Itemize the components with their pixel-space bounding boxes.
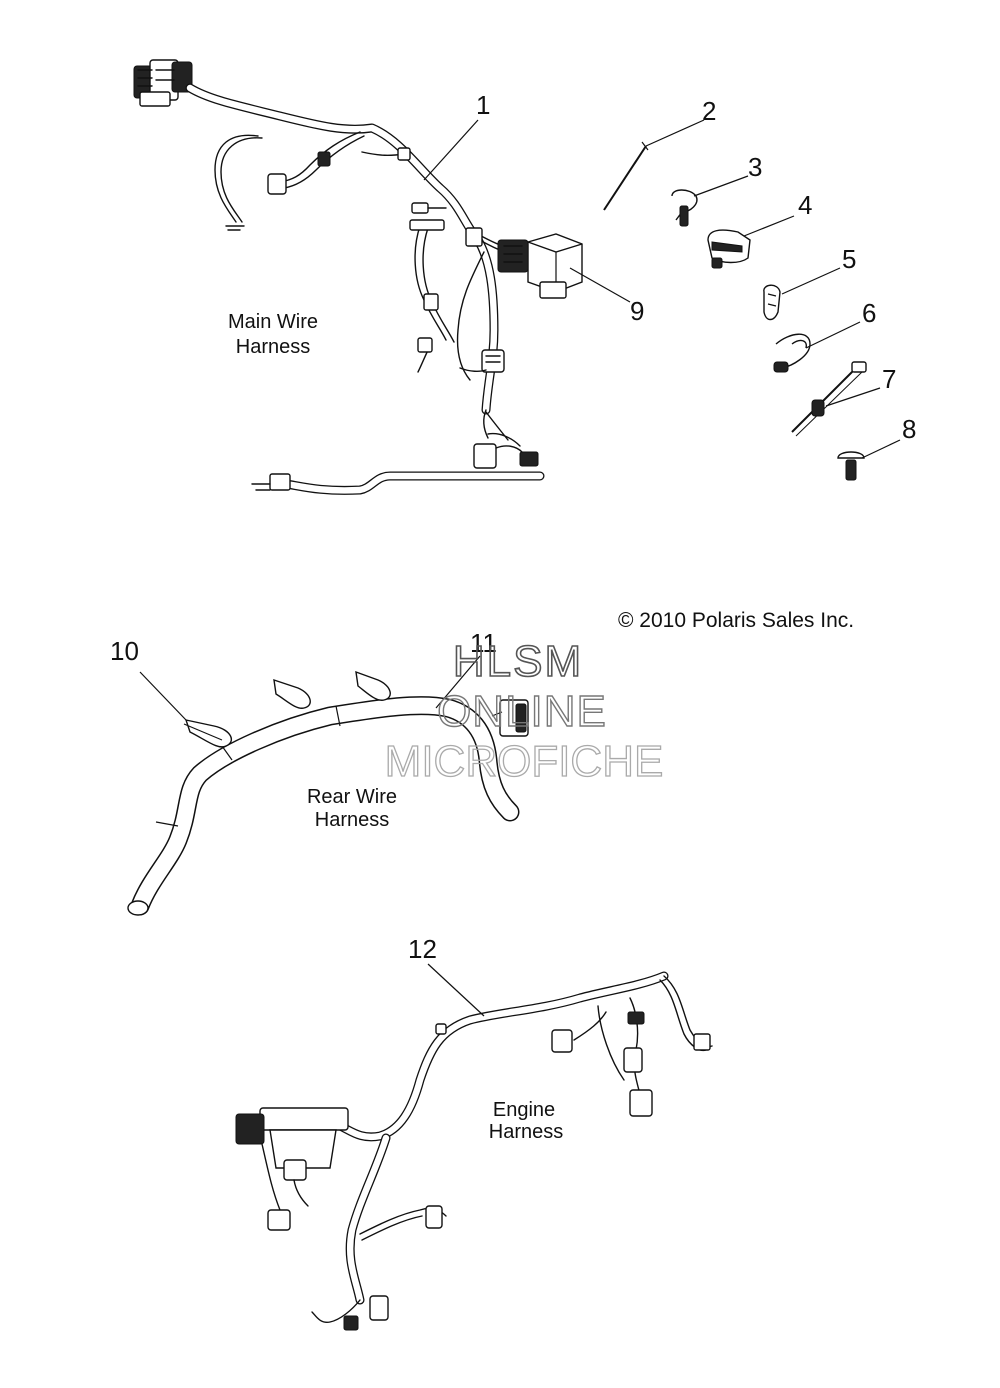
main-harness-label-line1: Main Wire (228, 311, 318, 333)
engine-harness-label-line1: Engine (493, 1099, 555, 1121)
callout-9: 9 (630, 296, 644, 326)
callout-7: 7 (882, 364, 896, 394)
rear-harness-label-line1: Rear Wire (307, 786, 397, 808)
fir-tree-tie-7 (791, 361, 867, 437)
callout-1: 1 (476, 90, 490, 120)
callout-4: 4 (798, 190, 812, 220)
callout-3: 3 (748, 152, 762, 182)
connector-4 (707, 229, 751, 269)
harness-clip-10b (273, 678, 311, 709)
callout-numbers: 1 2 3 4 5 6 7 8 9 10 11 12 (110, 90, 916, 964)
fuse-relay-box (497, 233, 583, 299)
cable-tie-6 (773, 333, 811, 373)
watermark-line2: ONLINE (437, 687, 607, 736)
callout-5: 5 (842, 244, 856, 274)
engine-harness (235, 971, 713, 1331)
callout-2: 2 (702, 96, 716, 126)
rear-harness-label-line2: Harness (315, 809, 389, 831)
callout-12: 12 (408, 934, 437, 964)
wire-clip-3 (671, 189, 698, 227)
callout-10: 10 (110, 636, 139, 666)
watermark-line1: HLSM (453, 637, 583, 686)
cable-tie-strap-2 (603, 141, 649, 211)
push-clip-5 (763, 284, 781, 321)
engine-harness-label-line2: Harness (489, 1121, 563, 1143)
harness-clip-10c (355, 670, 391, 701)
main-harness-connector-cluster (133, 59, 193, 107)
rear-wire-harness (127, 696, 529, 916)
leader-lines (139, 119, 901, 1017)
copyright-notice: © 2010 Polaris Sales Inc. (618, 609, 854, 632)
main-harness-label-line2: Harness (236, 336, 310, 358)
watermark-line3: MICROFICHE (385, 737, 664, 786)
callout-11: 11 (470, 628, 497, 658)
callout-6: 6 (862, 298, 876, 328)
push-rivet-8 (837, 451, 865, 481)
main-wire-harness (133, 59, 545, 495)
callout-8: 8 (902, 414, 916, 444)
watermark: HLSM ONLINE MICROFICHE (384, 636, 664, 786)
harness-clip-10 (183, 719, 233, 748)
harness-labels: Main Wire Harness Rear Wire Harness Engi… (228, 311, 563, 1143)
